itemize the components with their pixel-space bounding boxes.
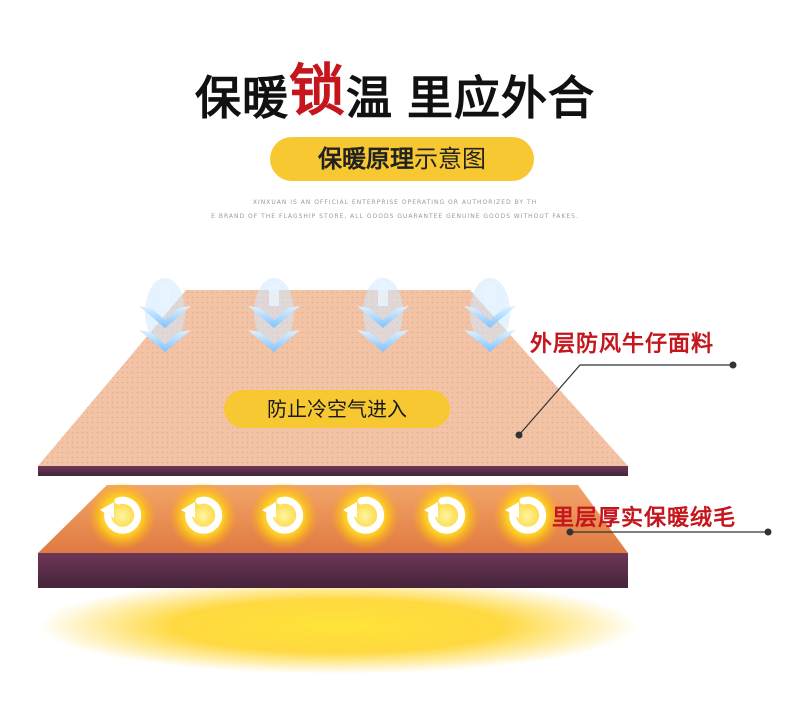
warm-swirl-icon	[88, 482, 156, 550]
subtitle-bold: 保暖原理	[318, 145, 414, 173]
warm-swirl-row	[88, 482, 561, 550]
title-part-2: 温	[346, 71, 393, 125]
warm-swirl-icon	[331, 482, 399, 550]
outer-callout-leader	[515, 361, 737, 439]
inner-layer-callout: 里层厚实保暖绒毛	[552, 506, 737, 531]
subtitle-pill: 保暖原理示意图	[270, 137, 534, 181]
warm-swirl-icon	[169, 482, 237, 550]
warm-swirl-icon	[412, 482, 480, 550]
cold-air-arrow-icon	[357, 278, 409, 352]
callout-dot-icon	[515, 431, 523, 439]
title-accent: 锁	[289, 59, 346, 124]
callout-dot-icon	[566, 528, 574, 536]
cold-air-arrow-icon	[248, 278, 300, 352]
page-title: 保暖锁温里应外合	[0, 62, 790, 128]
cold-air-arrow-icon	[464, 278, 516, 352]
fine-print-line-2: E BRAND OF THE FLAGSHIP STORE, ALL GOODS…	[211, 213, 579, 220]
warm-glow	[38, 578, 638, 674]
title-part-3: 里应外合	[407, 71, 595, 125]
block-cold-air-label: 防止冷空气进入	[224, 390, 450, 428]
title-part-1: 保暖	[195, 71, 289, 125]
inner-callout-leader	[566, 528, 772, 536]
outer-layer-callout: 外层防风牛仔面料	[530, 332, 715, 357]
warm-swirl-icon	[250, 482, 318, 550]
warm-swirl-icon	[493, 482, 561, 550]
cold-air-arrow-icon	[139, 278, 191, 352]
subtitle-normal: 示意图	[414, 145, 486, 173]
fine-print-line-1: XINXUAN IS AN OFFICIAL ENTERPRISE OPERAT…	[252, 199, 538, 206]
callout-dot-icon	[729, 361, 737, 369]
cold-air-arrows	[139, 278, 516, 352]
callout-dot-icon	[764, 528, 772, 536]
outer-layer	[38, 290, 628, 476]
